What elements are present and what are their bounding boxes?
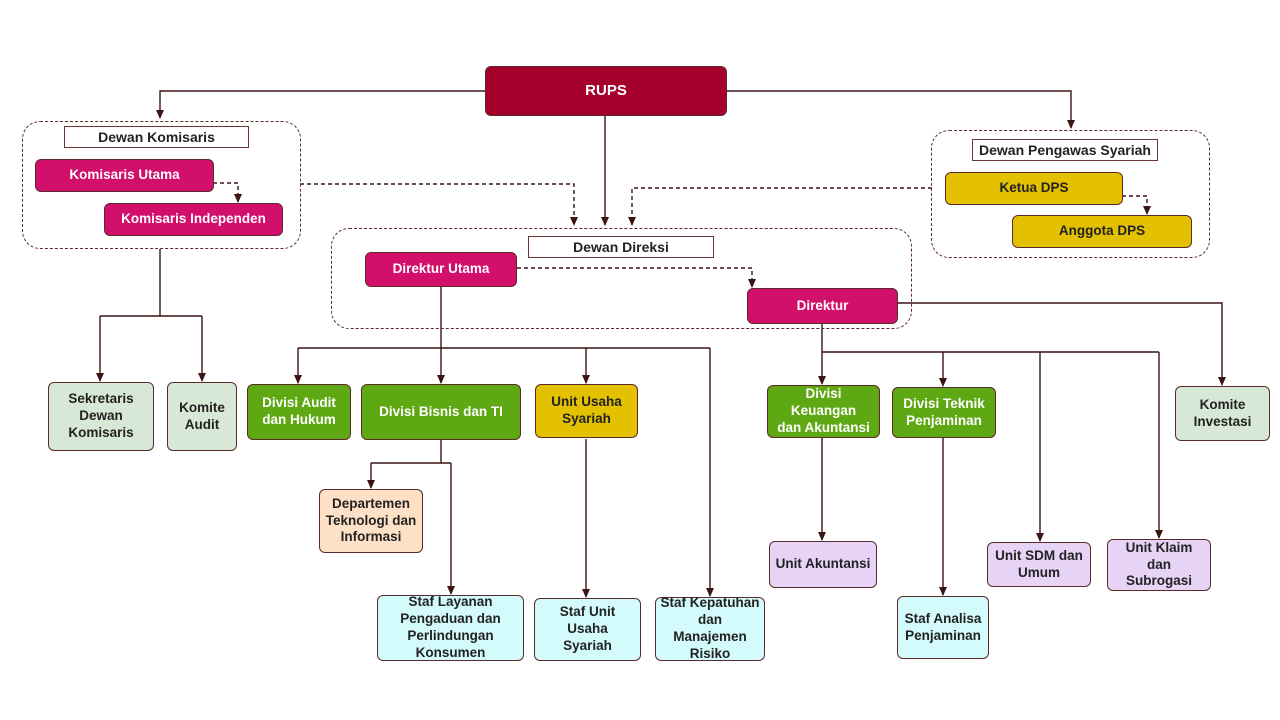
staf-layanan-pengaduan-node: Staf Layanan Pengaduan dan Perlindungan …	[377, 594, 524, 661]
komite-investasi-node: Komite Investasi	[1175, 386, 1270, 441]
dewan-pengawas-syariah-title: Dewan Pengawas Syariah	[972, 139, 1158, 161]
connector-to-komite-investasi	[898, 302, 1226, 386]
staf-analisa-penjaminan-node: Staf Analisa Penjaminan	[897, 596, 989, 659]
unit-akuntansi-node: Unit Akuntansi	[769, 541, 877, 588]
connector-rups-komisaris	[156, 90, 485, 119]
group-dewan-pengawas-syariah	[931, 130, 1210, 258]
connector-ketua-anggota	[1122, 195, 1151, 215]
komite-audit-node: Komite Audit	[167, 382, 237, 451]
group-dewan-direksi	[331, 228, 912, 329]
anggota-dps-node: Anggota DPS	[1012, 215, 1192, 248]
departemen-teknologi-informasi-node: Departemen Teknologi dan Informasi	[319, 489, 423, 553]
connector-komut-komind	[213, 182, 242, 203]
komisaris-utama-node: Komisaris Utama	[35, 159, 214, 192]
divisi-keuangan-akuntansi-node: Divisi Keuangan dan Akuntansi	[767, 385, 880, 438]
connector-dps-direksi	[628, 187, 932, 226]
ketua-dps-node: Ketua DPS	[945, 172, 1123, 205]
divisi-teknik-penjaminan-node: Divisi Teknik Penjaminan	[892, 387, 996, 438]
connector-dirut-direktur	[517, 267, 756, 288]
connector-komisaris-direksi	[300, 183, 578, 226]
unit-sdm-umum-node: Unit SDM dan Umum	[987, 542, 1091, 587]
komisaris-independen-node: Komisaris Independen	[104, 203, 283, 236]
unit-usaha-syariah-node: Unit Usaha Syariah	[535, 384, 638, 438]
group-dewan-komisaris	[22, 121, 301, 249]
sekretaris-dewan-komisaris-node: Sekretaris Dewan Komisaris	[48, 382, 154, 451]
rups-node: RUPS	[485, 66, 727, 116]
unit-klaim-subrogasi-node: Unit Klaim dan Subrogasi	[1107, 539, 1211, 591]
connector-rups-dps	[726, 90, 1075, 129]
staf-kepatuhan-risiko-node: Staf Kepatuhan dan Manajemen Risiko	[655, 595, 765, 661]
direktur-utama-node: Direktur Utama	[365, 252, 517, 287]
dewan-komisaris-title: Dewan Komisaris	[64, 126, 249, 148]
divisi-audit-hukum-node: Divisi Audit dan Hukum	[247, 384, 351, 440]
divisi-bisnis-ti-node: Divisi Bisnis dan TI	[361, 384, 521, 440]
direktur-node: Direktur	[747, 288, 898, 324]
dewan-direksi-title: Dewan Direksi	[528, 236, 714, 258]
staf-unit-usaha-syariah-node: Staf Unit Usaha Syariah	[534, 598, 641, 661]
